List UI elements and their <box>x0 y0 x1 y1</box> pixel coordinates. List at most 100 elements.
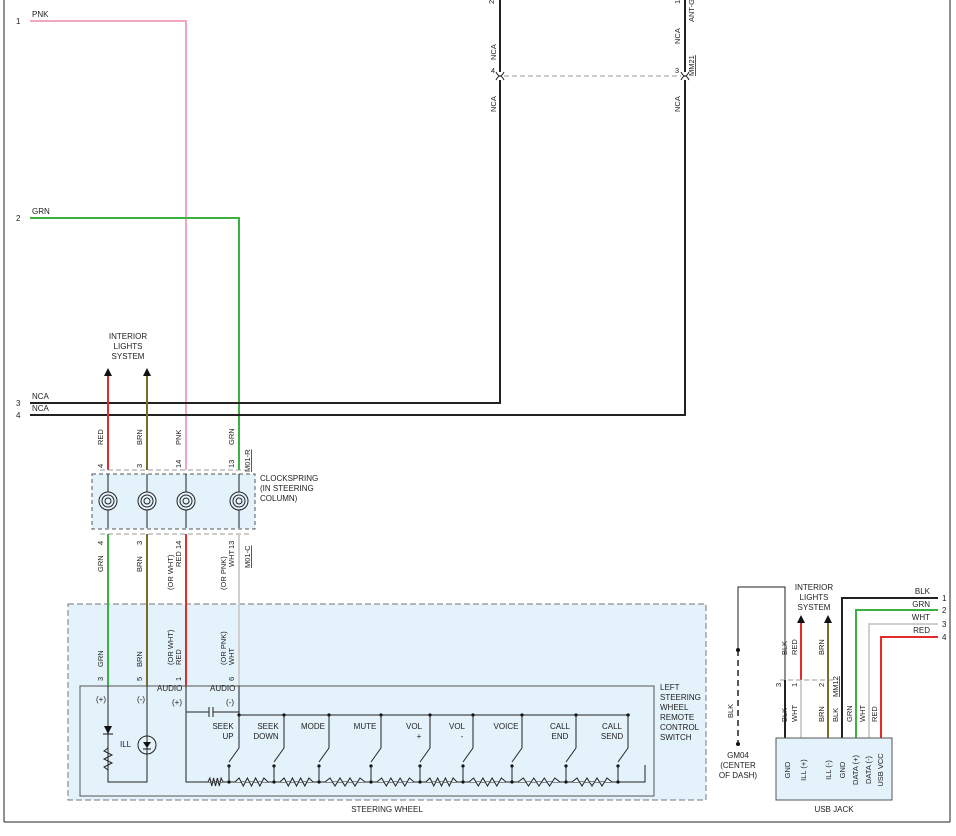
usb-grn-wire <box>855 609 938 738</box>
nca-right-label: NCA <box>673 28 682 44</box>
switch-title-1: LEFT <box>660 683 680 692</box>
ladder-resistor-3 <box>279 776 314 788</box>
nca-right-label-low: NCA <box>673 96 682 112</box>
switch-contacts <box>227 713 630 784</box>
usb-arrow-brn <box>824 615 832 623</box>
audio-plus-line <box>185 686 646 783</box>
switch-contact-7 <box>510 713 524 784</box>
usb-pin-name-gnd: GND <box>783 761 792 778</box>
usb-right-pin-1: 1 <box>942 594 947 603</box>
nca-right-pin-top: 1 <box>673 0 682 4</box>
usb-wht-wire <box>868 623 938 738</box>
usb-pin-name-ill-plus: ILL (+) <box>799 759 808 781</box>
usb-interior-lights-2: LIGHTS <box>800 593 829 602</box>
usb-jack-box <box>775 737 893 801</box>
coil-4 <box>229 474 249 528</box>
gnd-dot-bottom <box>736 742 740 746</box>
clockspring-label-3: COLUMN) <box>260 494 298 503</box>
ladder-resistor-2 <box>234 776 269 788</box>
sw-brn: BRN <box>135 651 144 667</box>
usb-blk-wire <box>841 597 938 738</box>
nca-left-label: NCA <box>489 44 498 60</box>
usb-pin-2: 2 <box>817 683 826 687</box>
clockspring-coils <box>98 474 249 528</box>
switch-contact-6 <box>461 713 475 784</box>
usb-pin-name-vcc: USB VCC <box>876 753 885 787</box>
cs-top-pin-14: 14 <box>174 460 183 468</box>
usb-pin-1: 1 <box>790 683 799 687</box>
led-icon <box>143 742 151 748</box>
gnd-loc-1: (CENTER <box>720 761 756 770</box>
cs-bot-red-alt: (OR WHT) <box>166 554 175 590</box>
cs-bot-pin-4: 4 <box>96 541 105 545</box>
ladder-resistor-4 <box>324 777 366 787</box>
usb-pin-name-data-plus: DATA (+) <box>851 755 860 785</box>
sw-grn: GRN <box>96 650 105 667</box>
usb-bot-blk-2: BLK <box>831 708 840 722</box>
usb-interior-lights-1: INTERIOR <box>795 583 833 592</box>
usb-top-red: RED <box>790 639 799 655</box>
sw-red-alt: (OR WHT) <box>166 629 175 665</box>
usb-bot-wht-2: WHT <box>858 705 867 722</box>
usb-right-pin-2: 2 <box>942 606 947 615</box>
gnd-wire-top <box>737 586 786 680</box>
cs-bot-brn: BRN <box>135 556 144 572</box>
cs-bot-red: RED <box>174 551 183 567</box>
cs-bot-wht: WHT <box>227 550 236 567</box>
usb-pin-name-gnd-2: GND <box>838 761 847 778</box>
diode-icon <box>104 726 112 734</box>
nca-right-pin: 3 <box>675 66 679 75</box>
coil-2 <box>137 474 157 528</box>
cs-top-pin-13: 13 <box>227 460 236 468</box>
switch-contact-8 <box>564 713 578 784</box>
btn-seek-up-1: SEEK <box>212 722 234 731</box>
usb-bot-wht: WHT <box>790 705 799 722</box>
switch-contact-2 <box>272 713 286 784</box>
btn-vol-up-2: + <box>417 732 422 741</box>
switch-title-2: STEERING <box>660 693 701 702</box>
left-wire-2-color: GRN <box>32 207 50 216</box>
usb-bot-grn: GRN <box>845 705 854 722</box>
ill-label: ILL <box>120 740 132 749</box>
coil-3 <box>176 474 196 528</box>
conn-mm21: MM21 <box>687 55 696 76</box>
nca-wire-4 <box>30 80 686 416</box>
cs-top-grn: GRN <box>227 428 236 445</box>
btn-voice: VOICE <box>494 722 519 731</box>
usb-pin-name-ill-minus: ILL (-) <box>824 760 833 780</box>
cs-bot-pin-3: 3 <box>135 541 144 545</box>
interior-lights-1: INTERIOR <box>109 332 147 341</box>
btn-seek-down-1: SEEK <box>257 722 279 731</box>
sw-pin-3: 3 <box>96 677 105 681</box>
cs-bot-pin-14: 14 <box>174 541 183 549</box>
audio-minus-sign: (-) <box>226 698 234 707</box>
btn-vol-down-1: VOL <box>449 722 466 731</box>
conn-chevron-left <box>495 71 505 77</box>
arrow-brn-up <box>143 368 151 376</box>
usb-top-blk: BLK <box>780 641 789 655</box>
gnd-loc-2: OF DASH) <box>719 771 758 780</box>
left-wire-3-color: NCA <box>32 392 50 401</box>
switch-contact-1 <box>227 713 241 784</box>
btn-call-send-2: SEND <box>601 732 623 741</box>
switch-box <box>79 685 655 797</box>
cs-top-pin-4: 4 <box>96 464 105 468</box>
switch-title-3: WHEEL <box>660 703 689 712</box>
left-pin-1: 1 <box>16 17 21 26</box>
arrow-red-up <box>104 368 112 376</box>
sw-minus: (-) <box>137 695 145 704</box>
conn-ant-g: ANT-G <box>687 0 696 22</box>
resistor-icon <box>102 747 114 771</box>
sw-plus: (+) <box>96 695 106 704</box>
steering-wheel-label: STEERING WHEEL <box>351 805 423 814</box>
btn-seek-up-2: UP <box>222 732 233 741</box>
cs-top-red: RED <box>96 429 105 445</box>
usb-bot-brn: BRN <box>817 706 826 722</box>
resistor-ladder <box>207 776 613 788</box>
cs-top-pnk: PNK <box>174 430 183 445</box>
cs-conn-bottom: M01-C <box>243 545 252 568</box>
left-wire-1-color: PNK <box>32 10 49 19</box>
cs-conn-top: M01-R <box>243 449 252 472</box>
nca-left-pin: 4 <box>491 66 495 75</box>
